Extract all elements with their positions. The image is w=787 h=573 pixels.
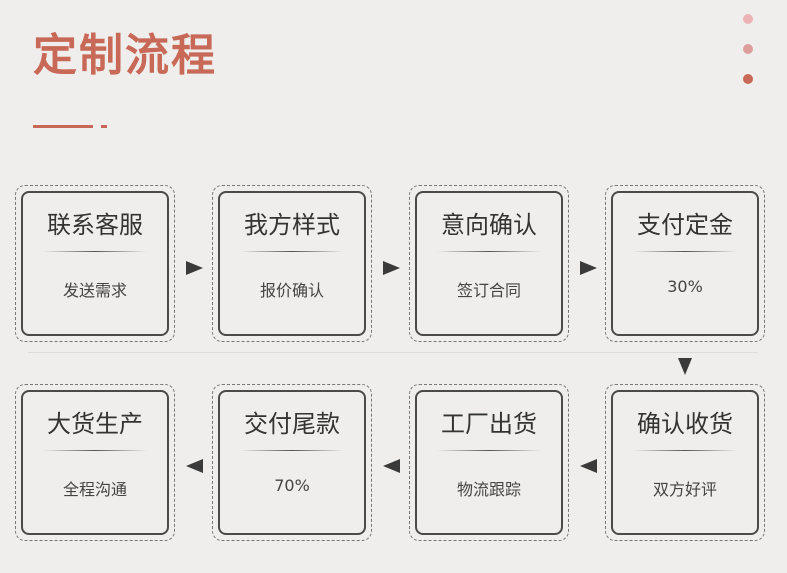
step-subtitle: 物流跟踪 xyxy=(456,480,521,499)
step-card-inner: 我方样式 报价确认 xyxy=(218,191,366,336)
step-subtitle: 30% xyxy=(667,277,703,296)
decor-dot-mid xyxy=(743,44,753,54)
step-subtitle: 发送需求 xyxy=(62,281,127,300)
step-subtitle: 报价确认 xyxy=(259,281,324,300)
step-title: 确认收货 xyxy=(637,410,733,438)
step-title: 支付定金 xyxy=(637,211,733,239)
arrow-left-icon xyxy=(580,459,597,473)
step-card-inner: 交付尾款 70% xyxy=(218,390,366,535)
step-divider xyxy=(633,251,737,252)
step-card-confirm-receipt: 确认收货 双方好评 xyxy=(605,384,765,541)
step-subtitle: 签订合同 xyxy=(456,281,521,300)
title-underline xyxy=(33,125,93,128)
step-card-inner: 确认收货 双方好评 xyxy=(611,390,759,535)
step-subtitle: 全程沟通 xyxy=(62,480,127,499)
decor-dot-dark xyxy=(743,74,753,84)
step-divider xyxy=(633,450,737,451)
arrow-left-icon xyxy=(383,459,400,473)
arrow-right-icon xyxy=(580,261,597,275)
step-title: 大货生产 xyxy=(47,410,143,438)
step-title: 工厂出货 xyxy=(441,410,537,438)
row-divider xyxy=(28,352,758,353)
step-divider xyxy=(240,450,344,451)
arrow-right-icon xyxy=(383,261,400,275)
decor-dot-light xyxy=(743,14,753,24)
title-underline-dot xyxy=(101,125,107,128)
step-divider xyxy=(43,450,147,451)
step-card-factory-shipment: 工厂出货 物流跟踪 xyxy=(409,384,569,541)
step-title: 我方样式 xyxy=(244,211,340,239)
page-title: 定制流程 xyxy=(33,30,217,81)
step-title: 意向确认 xyxy=(441,211,537,239)
step-divider xyxy=(43,251,147,252)
arrow-right-icon xyxy=(186,261,203,275)
step-card-deposit: 支付定金 30% xyxy=(605,185,765,342)
step-subtitle: 双方好评 xyxy=(652,480,717,499)
arrow-down-icon xyxy=(678,358,692,375)
step-card-inner: 意向确认 签订合同 xyxy=(415,191,563,336)
step-divider xyxy=(437,251,541,252)
arrow-left-icon xyxy=(186,459,203,473)
step-title: 交付尾款 xyxy=(244,410,340,438)
step-card-mass-production: 大货生产 全程沟通 xyxy=(15,384,175,541)
step-card-contact-service: 联系客服 发送需求 xyxy=(15,185,175,342)
step-card-inner: 支付定金 30% xyxy=(611,191,759,336)
step-card-our-style: 我方样式 报价确认 xyxy=(212,185,372,342)
step-card-final-payment: 交付尾款 70% xyxy=(212,384,372,541)
step-card-inner: 联系客服 发送需求 xyxy=(21,191,169,336)
step-card-inner: 大货生产 全程沟通 xyxy=(21,390,169,535)
step-subtitle: 70% xyxy=(274,476,310,495)
step-divider xyxy=(240,251,344,252)
step-title: 联系客服 xyxy=(47,211,143,239)
step-card-inner: 工厂出货 物流跟踪 xyxy=(415,390,563,535)
step-divider xyxy=(437,450,541,451)
step-card-intent-confirm: 意向确认 签订合同 xyxy=(409,185,569,342)
